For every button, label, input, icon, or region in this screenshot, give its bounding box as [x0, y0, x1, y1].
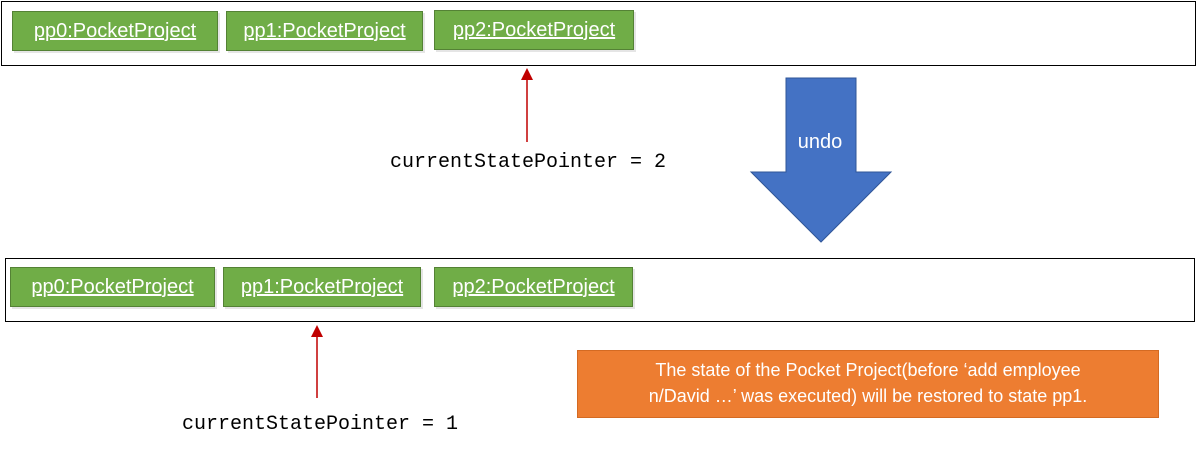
state-box-pp2-after: pp2:PocketProject [434, 267, 633, 307]
state-box-pp2-before: pp2:PocketProject [434, 10, 634, 50]
state-box-pp1-before: pp1:PocketProject [226, 11, 423, 51]
restore-note: The state of the Pocket Project(before ‘… [577, 350, 1159, 418]
current-state-pointer-before: currentStatePointer = 2 [390, 151, 667, 174]
restore-note-line1: The state of the Pocket Project(before ‘… [655, 360, 1081, 380]
state-box-pp0-after: pp0:PocketProject [10, 267, 215, 307]
current-state-pointer-after: currentStatePointer = 1 [182, 413, 459, 436]
restore-note-line2: n/David …’ was executed) will be restore… [648, 386, 1088, 406]
undo-label: undo [797, 131, 843, 153]
state-box-pp1-after: pp1:PocketProject [223, 267, 421, 307]
state-box-pp0-before: pp0:PocketProject [12, 11, 218, 51]
undo-arrow-icon [749, 77, 893, 243]
